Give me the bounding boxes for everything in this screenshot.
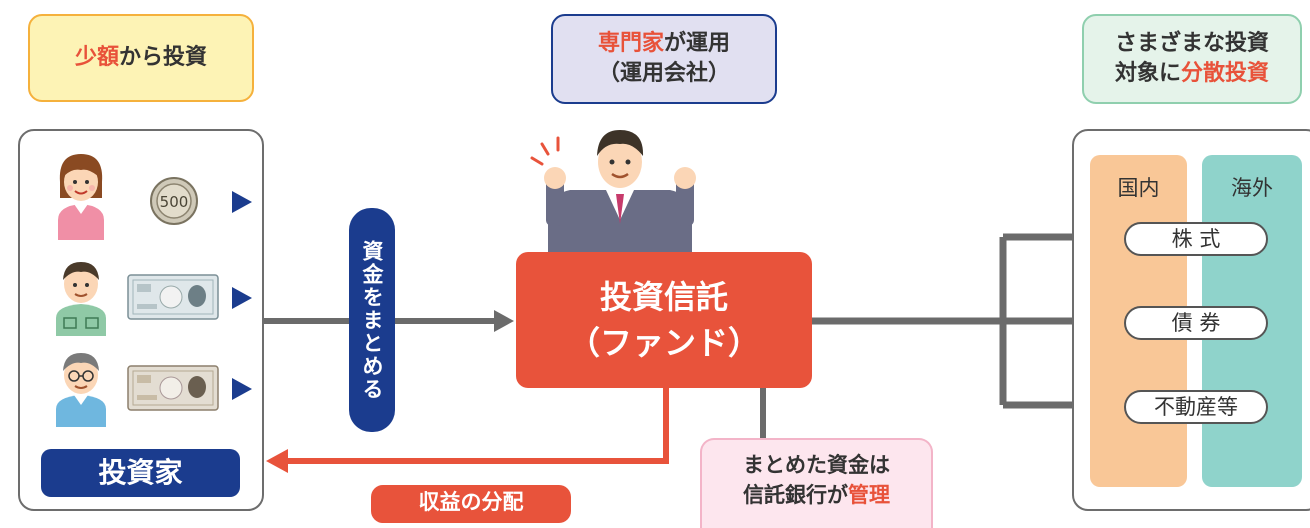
investor-arrow-3 [232,378,252,400]
banknote-10000-icon [127,365,219,411]
fund-subtitle: （ファンド） [567,324,760,362]
trust-bank-callout: まとめた資金は 信託銀行が管理 [700,438,933,528]
diversify-callout: さまざまな投資 対象に分散投資 [1082,14,1302,104]
investor-arrow-2 [232,287,252,309]
trust-bank-line1: まとめた資金は [743,453,890,477]
diversify-line1: さまざまな投資 [1114,31,1269,56]
banknote-1000-icon [127,274,219,320]
coin-value: 500 [160,193,189,211]
distribution-label: 収益の分配 [371,485,571,523]
small-amount-callout: 少額から投資 [28,14,254,102]
asset-stocks: 株 式 [1124,222,1268,256]
coin-500-icon: 500 [150,177,198,225]
domestic-label: 国内 [1117,176,1160,200]
collect-funds-pill: 資金をまとめる [349,208,395,432]
investor-arrow-1 [232,191,252,213]
investor-man-glasses-icon [56,353,106,427]
expert-line2: （運用会社） [597,61,730,86]
small-amount-text: から投資 [119,45,208,70]
asset-real-estate: 不動産等 [1124,390,1268,424]
diversify-highlight: 分散投資 [1181,61,1270,86]
expert-callout: 専門家が運用 （運用会社） [551,14,777,104]
fund-box: 投資信託 （ファンド） [516,252,812,388]
fund-manager-icon [530,130,696,252]
expert-text: が運用 [664,31,731,56]
asset-bonds: 債 券 [1124,306,1268,340]
fund-title: 投資信託 [599,278,728,316]
trust-bank-highlight: 管理 [848,483,890,507]
investors-label: 投資家 [41,449,240,497]
expert-highlight: 専門家 [597,31,664,56]
small-amount-highlight: 少額 [74,45,119,70]
investor-man-green-icon [56,262,106,336]
trust-bank-pre: 信託銀行が [743,483,848,507]
diversify-pre: 対象に [1114,61,1181,86]
investor-woman-icon [58,154,104,240]
overseas-label: 海外 [1231,176,1273,200]
